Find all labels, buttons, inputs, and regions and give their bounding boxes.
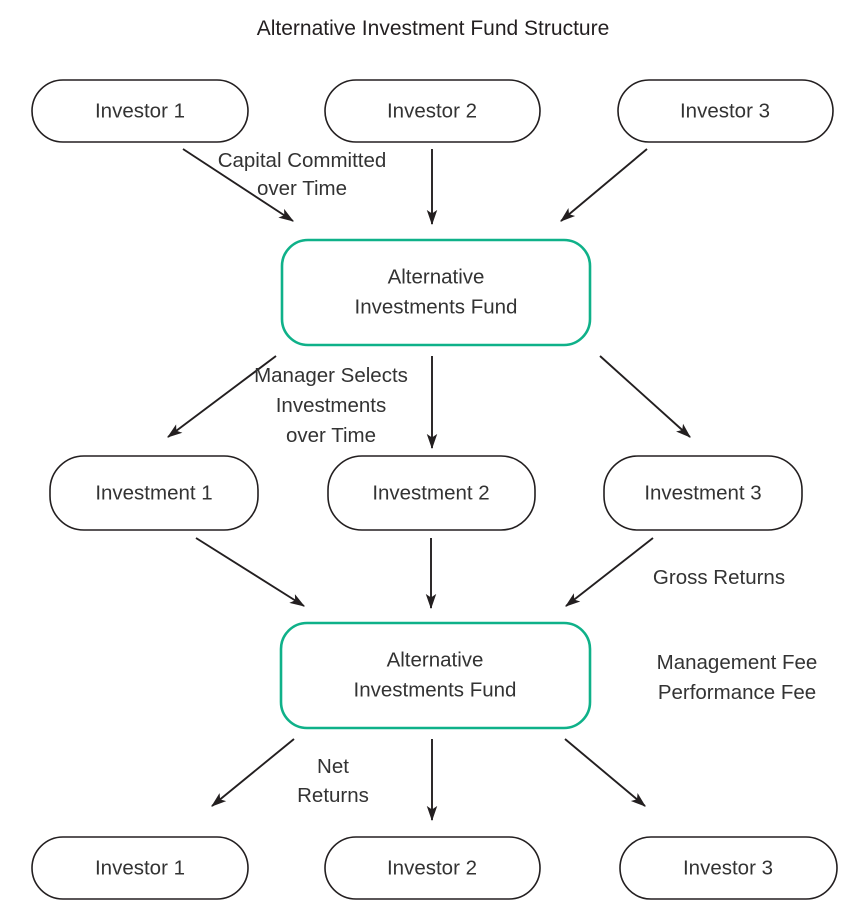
- node-investment-2[interactable]: Investment 2: [327, 455, 536, 531]
- node-label: Investor 3: [683, 856, 773, 879]
- edge-label-line1: Net: [317, 755, 349, 778]
- node-shape: [324, 79, 541, 143]
- node-label: Investment 1: [95, 481, 212, 504]
- node-label-line1: Alternative: [388, 265, 485, 288]
- node-investor-bottom-1[interactable]: Investor 1: [31, 836, 249, 900]
- node-shape: [617, 79, 834, 143]
- edge-investment3-to-fund: [565, 537, 654, 607]
- node-alternative-investments-fund-bottom[interactable]: Alternative Investments Fund: [279, 621, 592, 730]
- page-title: Alternative Investment Fund Structure: [257, 17, 610, 40]
- edge-label-line3: over Time: [286, 424, 376, 447]
- edge-investor1-to-fund: [182, 148, 294, 222]
- node-label-line1: Alternative: [387, 648, 484, 671]
- edge-fund-to-investment1: [167, 355, 277, 438]
- edge-label-capital-committed: Capital Committed over Time: [218, 149, 387, 200]
- node-shape: [327, 455, 536, 531]
- node-label: Investment 3: [644, 481, 761, 504]
- node-label: Investor 1: [95, 99, 185, 122]
- node-label-line2: Investments Fund: [354, 678, 517, 701]
- side-label-management-fee: Management Fee: [657, 651, 818, 674]
- edge-label-line2: Returns: [297, 784, 369, 807]
- node-shape: [31, 79, 249, 143]
- side-label-gross-returns: Gross Returns: [653, 566, 785, 589]
- edge-fund-to-investment3: [599, 355, 691, 438]
- edge-investment1-to-fund: [195, 537, 305, 607]
- node-shape: [280, 238, 592, 347]
- edge-label-net-returns: Net Returns: [297, 755, 369, 807]
- node-shape: [619, 836, 838, 900]
- edge-investor3-to-fund: [560, 148, 648, 222]
- node-investor-bottom-2[interactable]: Investor 2: [324, 836, 541, 900]
- node-investor-top-3[interactable]: Investor 3: [617, 79, 834, 143]
- node-alternative-investments-fund-top[interactable]: Alternative Investments Fund: [280, 238, 592, 347]
- node-shape: [324, 836, 541, 900]
- node-label: Investor 2: [387, 99, 477, 122]
- node-shape: [603, 455, 803, 531]
- node-investment-3[interactable]: Investment 3: [603, 455, 803, 531]
- node-investor-top-1[interactable]: Investor 1: [31, 79, 249, 143]
- node-label: Investor 3: [680, 99, 770, 122]
- side-label-performance-fee: Performance Fee: [658, 681, 816, 704]
- edge-label-line1: Capital Committed: [218, 149, 387, 172]
- edge-fund-to-investor1: [211, 738, 295, 807]
- edge-fund-to-investor3: [564, 738, 646, 807]
- node-label: Investment 2: [372, 481, 489, 504]
- node-label: Investor 1: [95, 856, 185, 879]
- node-investor-top-2[interactable]: Investor 2: [324, 79, 541, 143]
- node-shape: [31, 836, 249, 900]
- node-investment-1[interactable]: Investment 1: [49, 455, 259, 531]
- node-label-line2: Investments Fund: [355, 295, 518, 318]
- edge-label-line2: Investments: [276, 394, 387, 417]
- edge-label-line1: Manager Selects: [254, 364, 408, 387]
- node-shape: [279, 621, 592, 730]
- node-investor-bottom-3[interactable]: Investor 3: [619, 836, 838, 900]
- edge-label-manager-selects: Manager Selects Investments over Time: [254, 364, 408, 447]
- edge-label-line2: over Time: [257, 177, 347, 200]
- node-shape: [49, 455, 259, 531]
- node-label: Investor 2: [387, 856, 477, 879]
